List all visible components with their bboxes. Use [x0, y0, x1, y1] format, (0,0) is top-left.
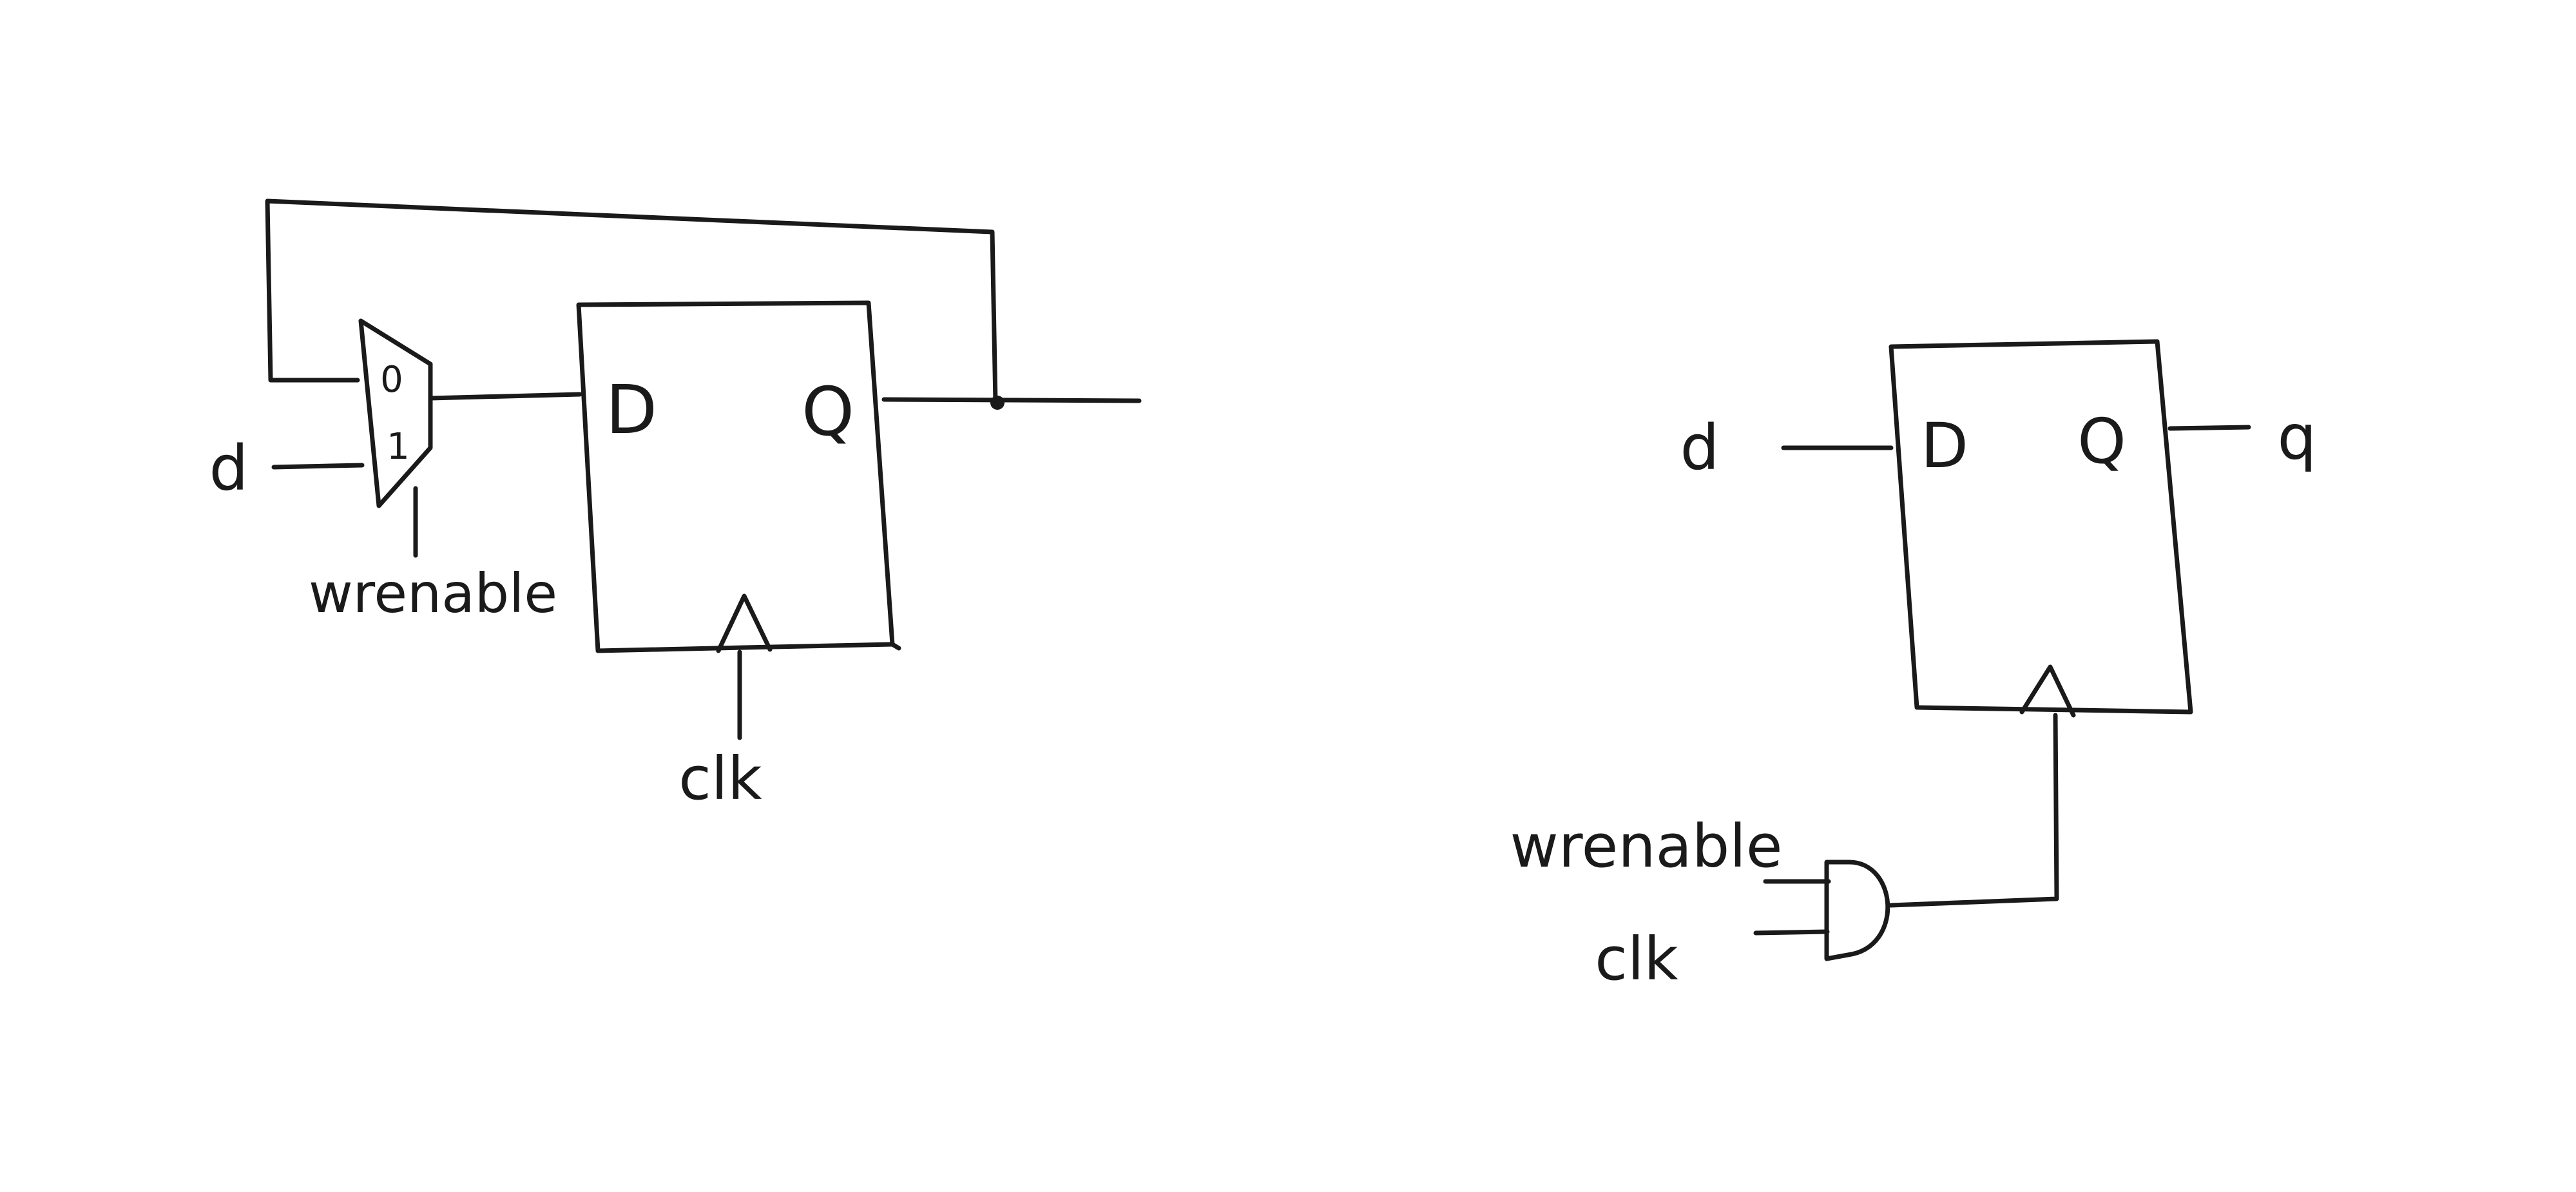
and-output-wire [1889, 713, 2059, 908]
right-ff-q-label: Q [2077, 405, 2126, 477]
and-gate [1824, 860, 1890, 961]
mux-input1-label: 1 [387, 426, 410, 468]
and-input-clk-wire [1753, 929, 1830, 936]
left-clk-label: clk [678, 744, 762, 813]
junction-dot [990, 396, 1004, 410]
right-circuit: D Q d q wrenable clk [1510, 339, 2317, 994]
right-d-label: d [1680, 412, 1720, 484]
left-q-output-wire [881, 397, 1142, 403]
wrenable-label-right: wrenable [1510, 812, 1783, 881]
right-clock-triangle [2019, 664, 2076, 718]
left-ff-q-label: Q [802, 372, 854, 451]
mux-input0-label: 0 [380, 359, 403, 401]
left-flipflop-base-extension [890, 642, 901, 651]
left-circuit: 0 1 d wrenable D Q clk [209, 198, 1142, 813]
left-clock-triangle [716, 593, 773, 653]
left-ff-d-label: D [606, 370, 657, 449]
wrenable-label-left: wrenable [309, 562, 557, 625]
mux-output-wire [428, 392, 582, 401]
right-ff-d-label: D [1921, 410, 1968, 482]
feedback-wire [265, 198, 998, 405]
right-clk-label: clk [1595, 925, 1678, 994]
left-flipflop [576, 300, 895, 653]
right-q-wire [2167, 425, 2251, 431]
left-d-label: d [209, 432, 249, 505]
right-q-label: q [2278, 401, 2317, 474]
mux [358, 318, 433, 508]
left-d-wire [271, 463, 365, 470]
right-flipflop [1889, 339, 2193, 715]
